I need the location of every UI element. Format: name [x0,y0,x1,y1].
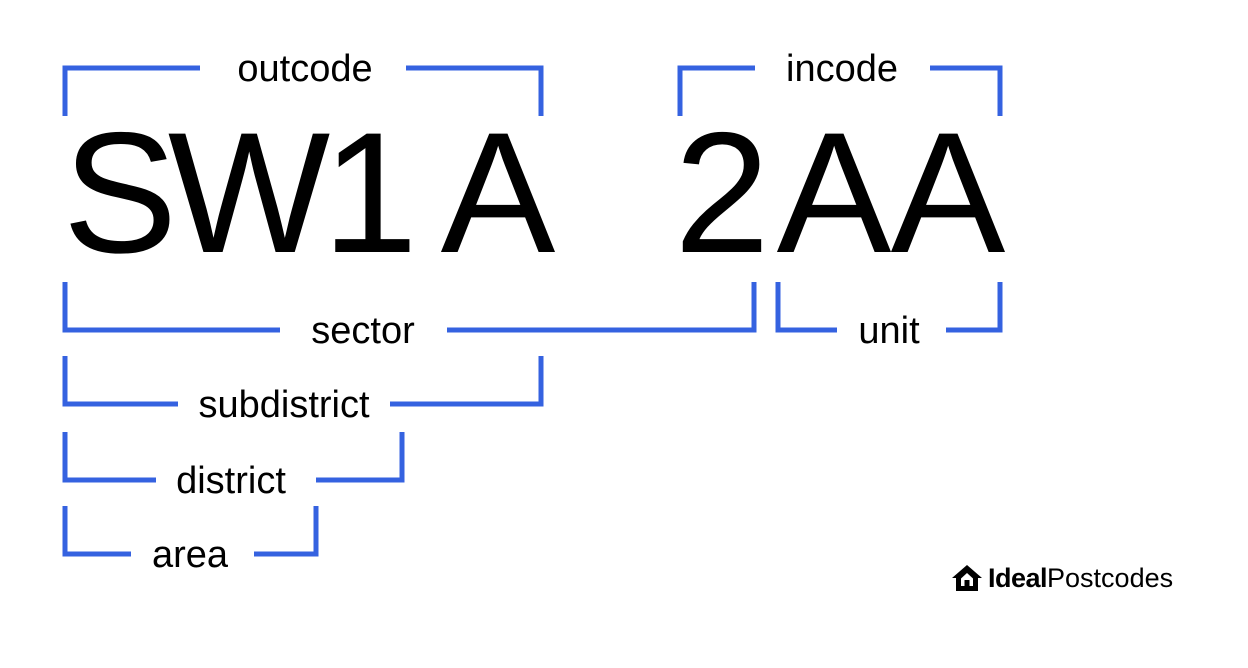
sector-bracket-right [447,282,757,333]
outcode-bracket-right [406,65,544,116]
area-bracket: area [62,506,319,576]
outcode-bracket: outcode [62,48,544,116]
district-label: district [176,460,286,502]
unit-label: unit [858,310,920,352]
subdistrict-bracket-right [390,356,544,407]
subdistrict-label: subdistrict [198,384,369,426]
sector-bracket-left [62,282,280,333]
postcode-char-inward-1: 2 [674,97,770,289]
incode-label: incode [786,48,898,90]
area-bracket-right [254,506,319,557]
postcode-char-inward-2: A [777,97,892,289]
outcode-bracket-left [62,65,200,116]
postcode-char-outward-3: 1 [322,97,418,289]
sector-bracket: sector [62,282,757,352]
brand-name-bold: Ideal [988,562,1048,593]
area-label: area [152,534,229,576]
district-bracket-right [316,432,405,483]
unit-bracket: unit [775,282,1003,352]
unit-bracket-right [946,282,1003,333]
outcode-label: outcode [237,48,372,90]
area-bracket-left [62,506,131,557]
incode-bracket: incode [677,48,1003,116]
incode-bracket-left [677,65,755,116]
subdistrict-bracket-left [62,356,178,407]
incode-bracket-right [930,65,1003,116]
outward-code: S W 1 A [63,97,556,289]
postcode-char-inward-3: A [891,97,1006,289]
postcode-char-outward-1: S [63,97,178,289]
district-bracket-left [62,432,156,483]
postcode: S W 1 A 2 A A [63,97,1006,289]
brand-name-light: Postcodes [1047,562,1174,593]
postcode-char-outward-2: W [168,97,330,289]
house-icon [952,565,982,591]
unit-bracket-left [775,282,837,333]
inward-code: 2 A A [674,97,1005,289]
subdistrict-bracket: subdistrict [62,356,544,426]
sector-label: sector [311,310,415,352]
postcode-char-outward-4: A [441,97,556,289]
district-bracket: district [62,432,405,502]
